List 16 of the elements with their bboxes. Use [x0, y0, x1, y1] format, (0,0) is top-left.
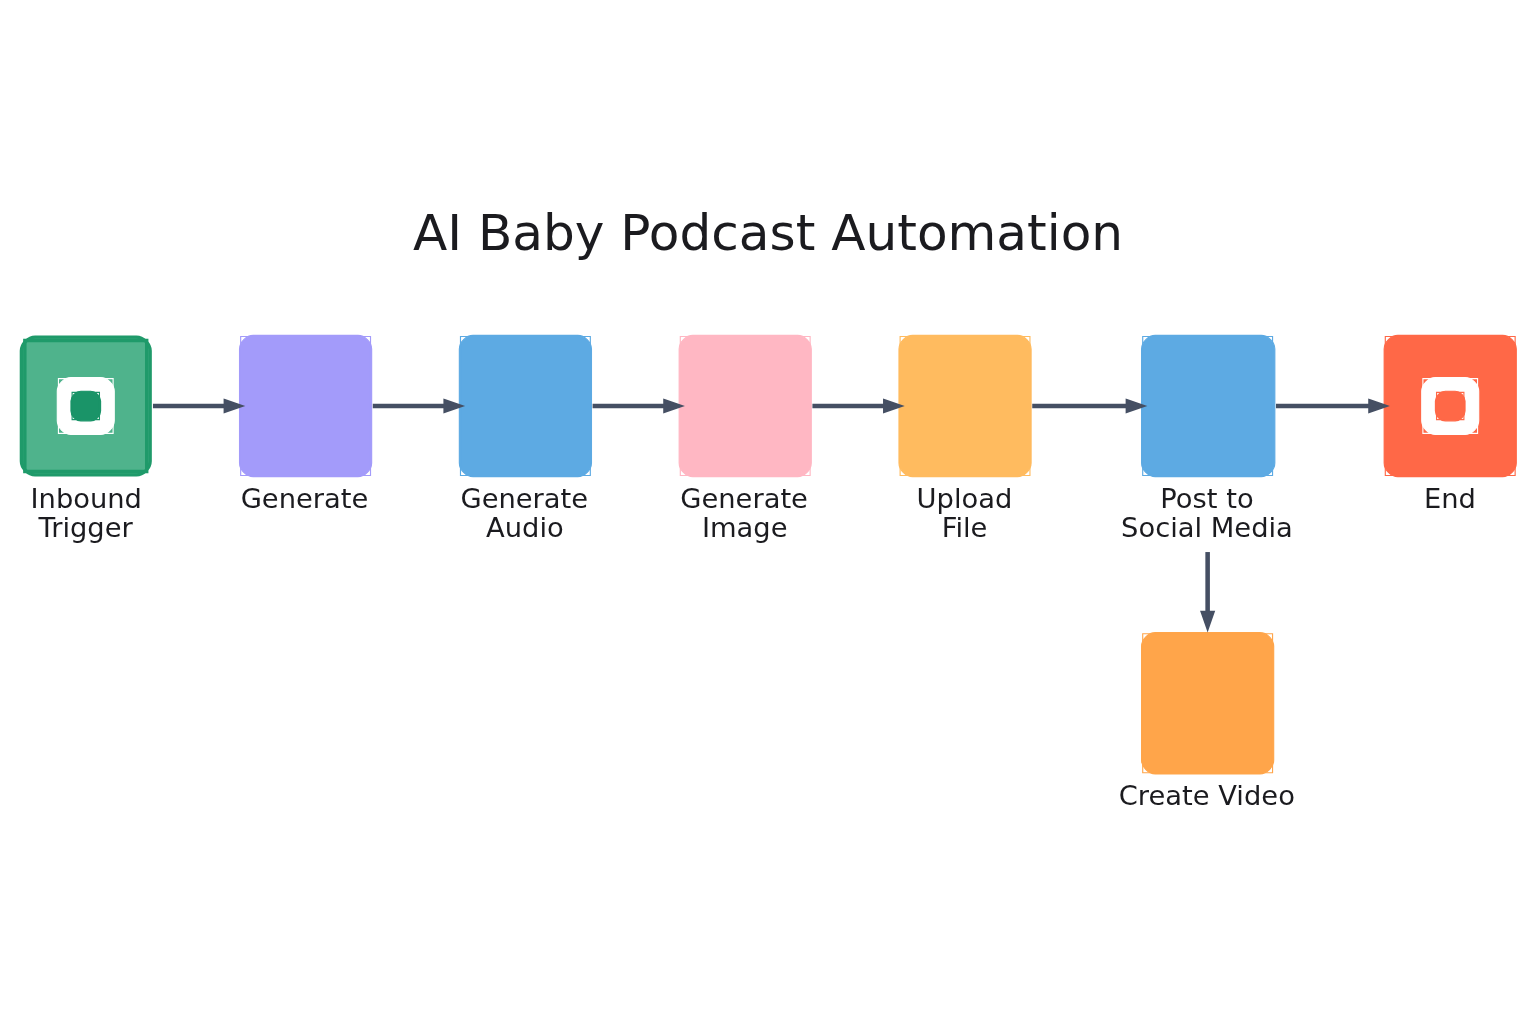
node-label: Inbound Trigger	[30, 482, 142, 543]
arrow	[372, 397, 466, 414]
node-label: Upload File	[916, 482, 1013, 543]
node-label: Generate Image	[680, 482, 808, 543]
arrow	[812, 397, 905, 414]
arrow	[592, 397, 685, 414]
arrow	[1275, 397, 1390, 414]
node-label: Generate Audio	[460, 482, 589, 543]
diagram-title: AI Baby Podcast Automation	[412, 202, 1124, 262]
node-label: Create Video	[1118, 779, 1295, 811]
arrow	[1200, 551, 1216, 632]
node-label: Generate	[240, 482, 369, 514]
node-label: Post to Social Media	[1121, 482, 1293, 543]
arrow	[1032, 397, 1148, 414]
arrow	[152, 397, 246, 414]
node-label: End	[1424, 482, 1476, 514]
